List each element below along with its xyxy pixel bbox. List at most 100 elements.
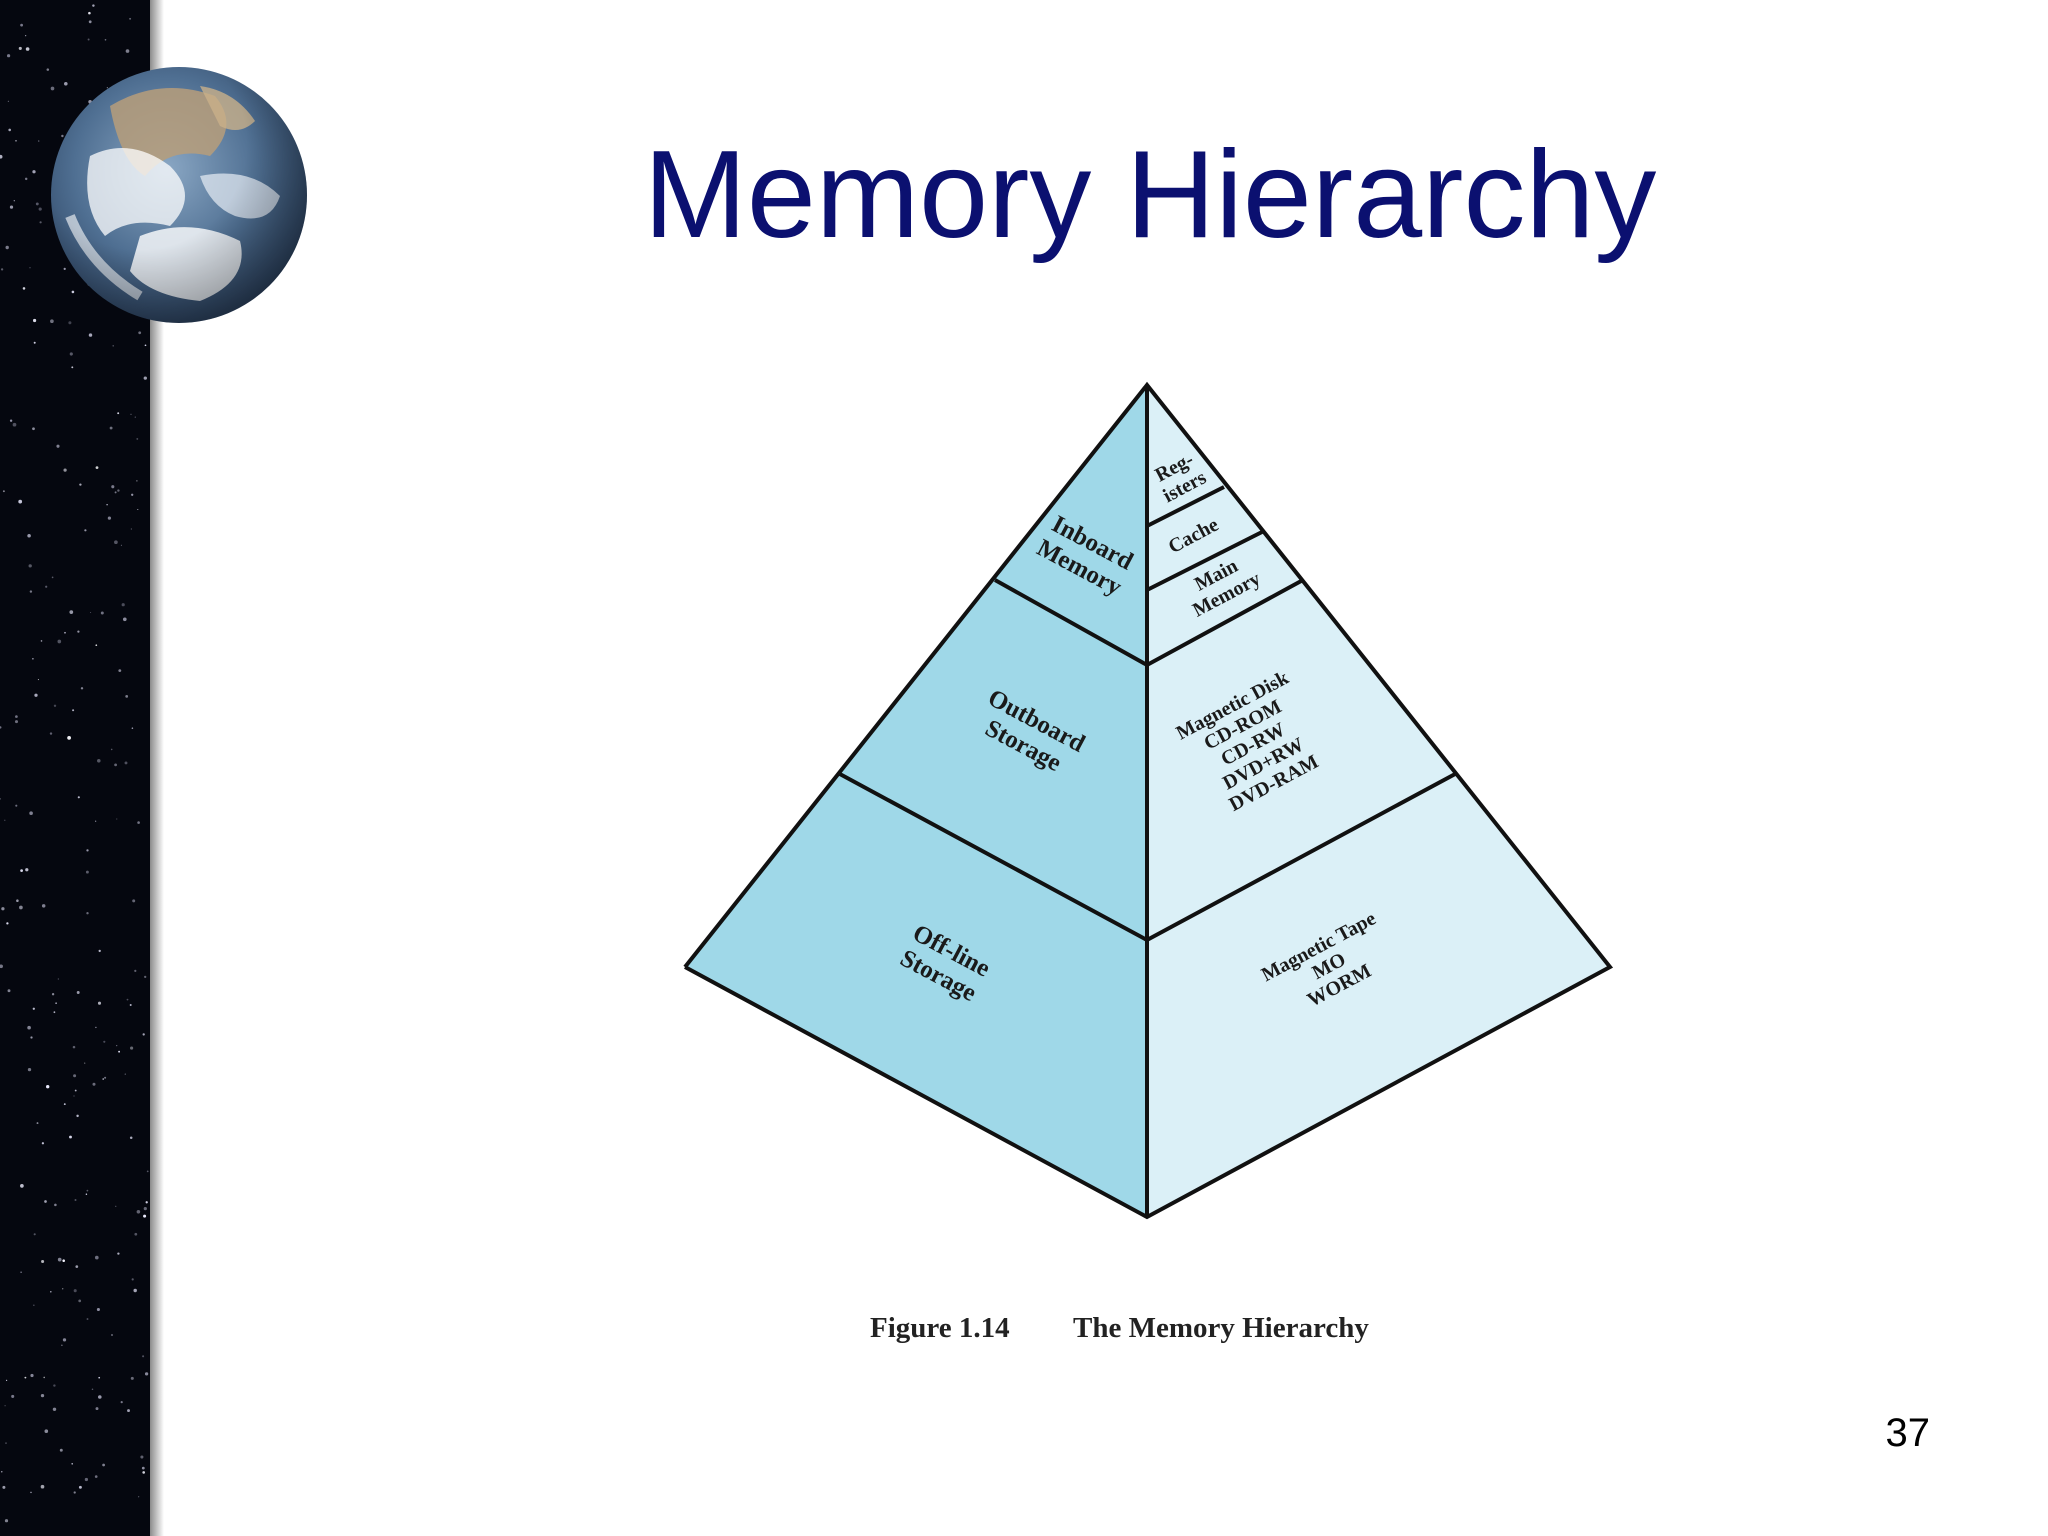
star bbox=[124, 1073, 126, 1075]
star bbox=[51, 576, 54, 579]
star bbox=[118, 669, 122, 672]
star bbox=[121, 603, 125, 607]
star bbox=[74, 1198, 77, 1202]
star bbox=[33, 1233, 36, 1236]
star bbox=[71, 290, 75, 294]
star bbox=[91, 1388, 94, 1390]
star bbox=[62, 1288, 64, 1290]
star bbox=[41, 1142, 45, 1145]
star bbox=[12, 422, 17, 427]
star bbox=[109, 426, 113, 430]
star bbox=[84, 1477, 89, 1482]
star bbox=[0, 964, 3, 969]
star bbox=[68, 321, 72, 325]
star bbox=[104, 1076, 107, 1079]
star bbox=[32, 1007, 35, 1010]
star bbox=[97, 1001, 102, 1005]
star bbox=[142, 1355, 145, 1358]
star bbox=[50, 1291, 52, 1293]
star bbox=[5, 1442, 7, 1444]
star bbox=[15, 139, 17, 142]
star bbox=[43, 1376, 45, 1379]
star bbox=[114, 491, 117, 494]
star bbox=[115, 1205, 117, 1207]
star bbox=[88, 11, 91, 15]
page-number: 37 bbox=[1885, 1411, 1931, 1455]
star bbox=[130, 1376, 134, 1380]
star bbox=[72, 1045, 76, 1049]
star bbox=[134, 1232, 138, 1236]
star bbox=[30, 1373, 34, 1378]
star bbox=[144, 1372, 149, 1376]
star bbox=[114, 763, 117, 767]
star bbox=[94, 1255, 99, 1260]
star bbox=[79, 483, 82, 486]
star bbox=[30, 1491, 32, 1494]
star bbox=[131, 1278, 134, 1281]
star bbox=[63, 468, 67, 472]
star bbox=[102, 1463, 105, 1467]
slide-title: Memory Hierarchy bbox=[643, 126, 1657, 264]
star bbox=[98, 949, 101, 953]
star bbox=[117, 412, 120, 415]
star bbox=[62, 1338, 67, 1342]
star bbox=[6, 922, 9, 925]
star bbox=[77, 630, 80, 633]
star bbox=[33, 318, 37, 323]
star bbox=[117, 1252, 120, 1255]
star bbox=[61, 134, 64, 138]
star bbox=[0, 268, 4, 271]
figure-title: The Memory Hierarchy bbox=[1073, 1312, 1369, 1344]
star bbox=[5, 1379, 8, 1382]
star bbox=[0, 154, 3, 159]
star bbox=[145, 1201, 148, 1204]
star bbox=[1, 907, 5, 911]
divider-cache-main bbox=[1146, 530, 1263, 592]
star bbox=[32, 658, 34, 660]
star bbox=[95, 820, 97, 822]
star bbox=[125, 695, 129, 698]
star bbox=[32, 427, 35, 431]
pyramid-left-face bbox=[685, 385, 1147, 1217]
star bbox=[138, 331, 142, 335]
star bbox=[92, 4, 95, 7]
star bbox=[142, 1471, 146, 1474]
star bbox=[30, 1036, 33, 1039]
star bbox=[24, 1376, 27, 1379]
star bbox=[53, 704, 57, 707]
star bbox=[110, 1333, 114, 1337]
star bbox=[85, 1193, 88, 1196]
star bbox=[136, 437, 139, 440]
star bbox=[84, 529, 87, 532]
star bbox=[102, 1078, 104, 1080]
star bbox=[20, 1271, 22, 1274]
star bbox=[87, 38, 90, 41]
star bbox=[57, 1257, 62, 1262]
star bbox=[8, 128, 11, 132]
star bbox=[73, 1289, 77, 1293]
star bbox=[103, 1040, 106, 1043]
strip-shadow bbox=[150, 0, 164, 1536]
star bbox=[138, 1496, 140, 1498]
star bbox=[15, 804, 18, 807]
star bbox=[111, 485, 115, 489]
star bbox=[4, 1519, 9, 1523]
star bbox=[56, 444, 60, 448]
star bbox=[86, 1318, 89, 1320]
star bbox=[29, 267, 31, 269]
star bbox=[146, 1170, 149, 1173]
star bbox=[38, 207, 42, 211]
star bbox=[75, 1265, 79, 1268]
star bbox=[142, 1033, 145, 1036]
star bbox=[130, 528, 132, 530]
star bbox=[98, 1376, 101, 1379]
star bbox=[40, 1484, 45, 1489]
star bbox=[0, 726, 2, 729]
star bbox=[143, 1214, 147, 1218]
star bbox=[57, 639, 62, 644]
star bbox=[118, 1050, 120, 1053]
star bbox=[22, 287, 26, 290]
star bbox=[46, 68, 50, 71]
star bbox=[114, 540, 118, 545]
star bbox=[53, 1384, 56, 1387]
